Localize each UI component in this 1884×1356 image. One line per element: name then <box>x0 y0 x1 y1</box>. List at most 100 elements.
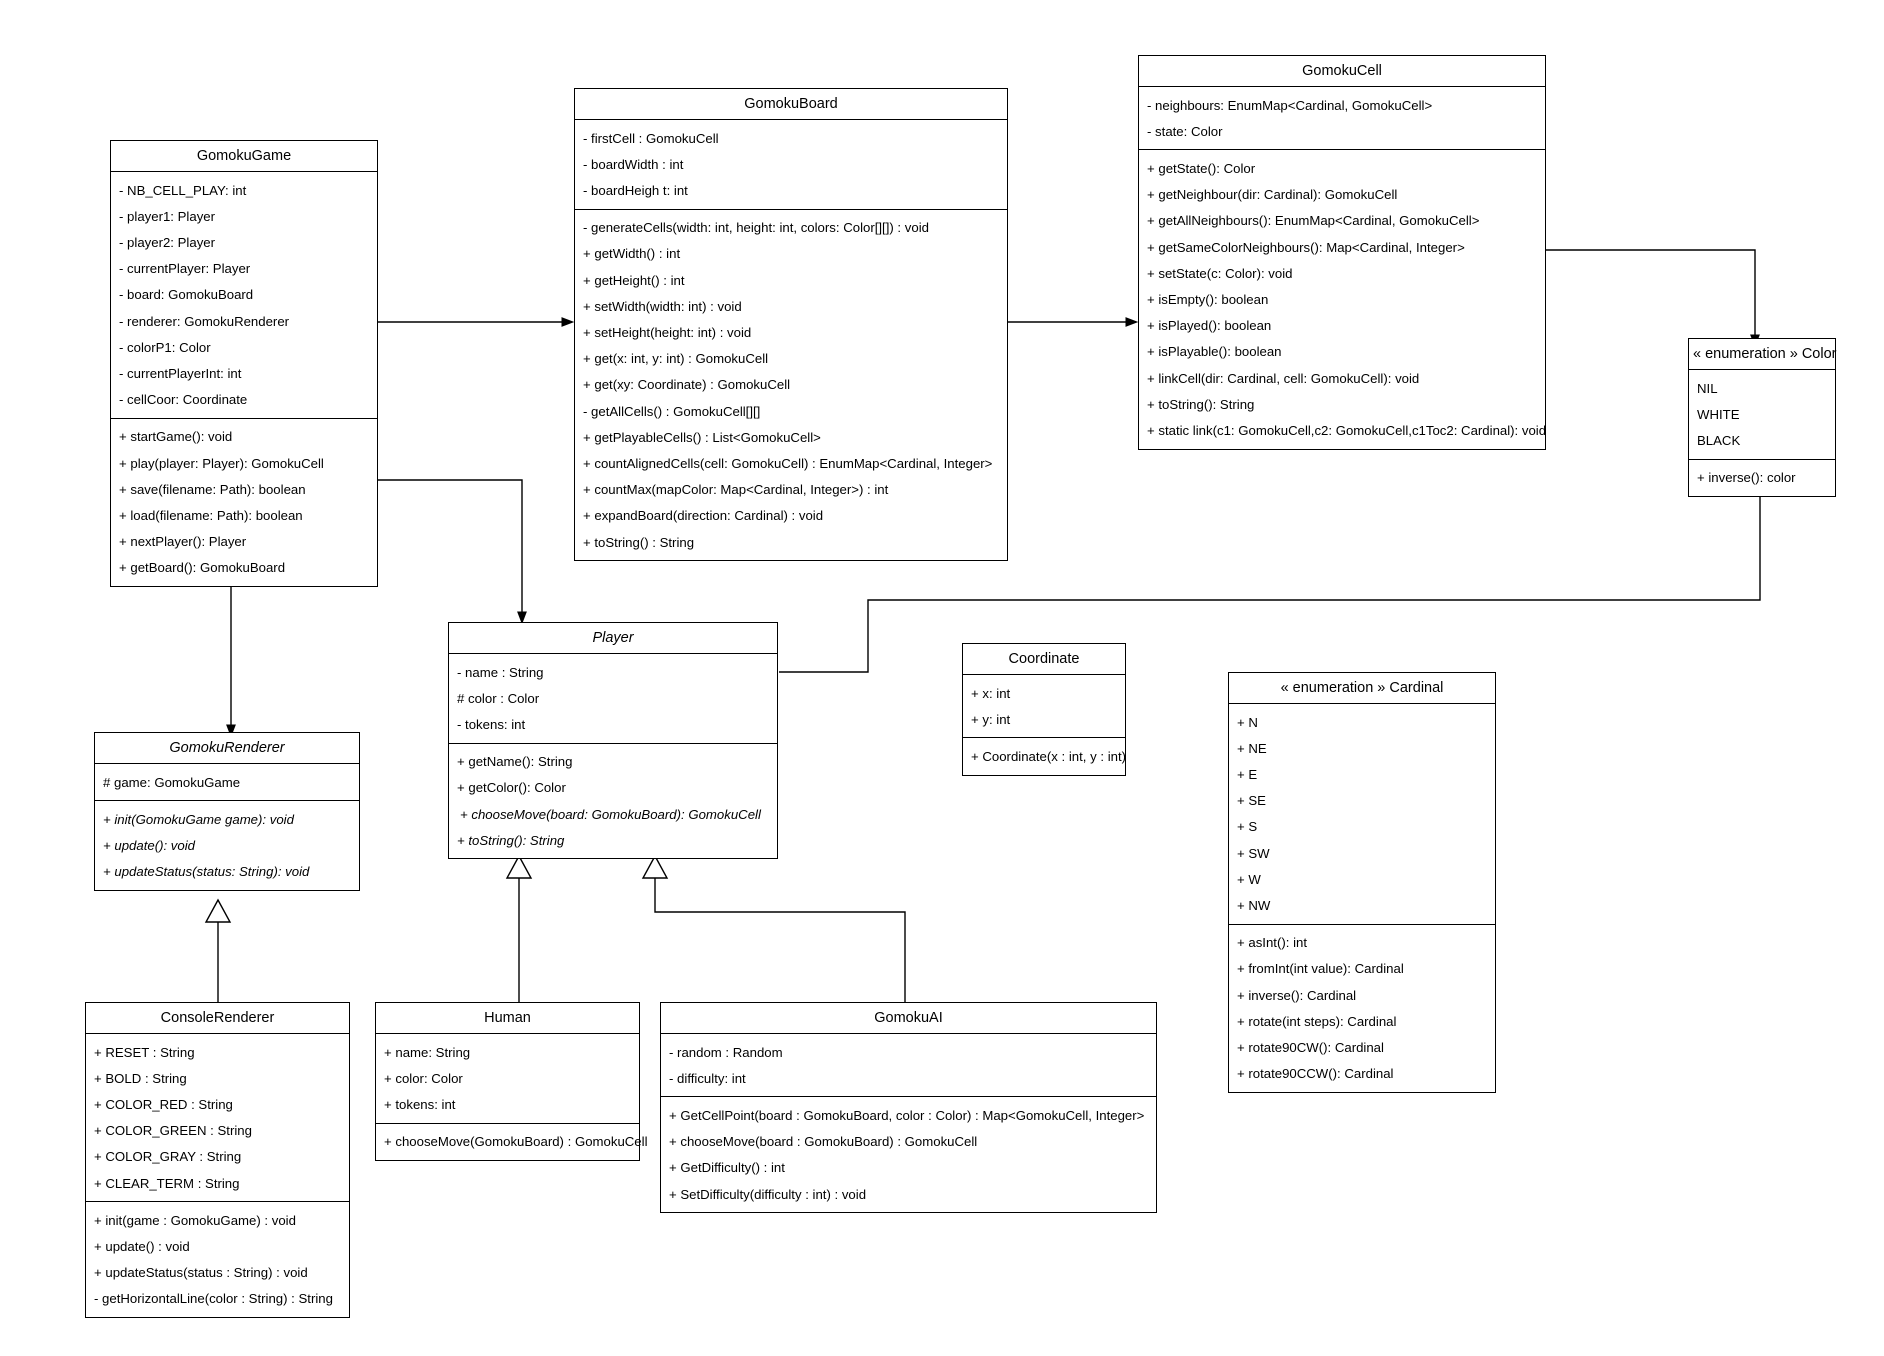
class-box-gomokurenderer[interactable]: GomokuRenderer # game: GomokuGame + init… <box>94 732 360 891</box>
method-row: + toString(): String <box>457 832 565 848</box>
method-row: + update(): void <box>103 837 196 853</box>
method-row: + play(player: Player): GomokuCell <box>119 455 324 471</box>
method-row: + startGame(): void <box>119 429 233 445</box>
attributes-section-gomokucell: - neighbours: EnumMap<Cardinal, GomokuCe… <box>1139 87 1545 151</box>
class-title-gomokuboard: GomokuBoard <box>575 89 1007 120</box>
method-row: - generateCells(width: int, height: int,… <box>583 220 929 236</box>
attribute-row: + x: int <box>971 685 1011 701</box>
method-row: + linkCell(dir: Cardinal, cell: GomokuCe… <box>1147 370 1420 386</box>
methods-section-gomokuai: + GetCellPoint(board : GomokuBoard, colo… <box>661 1097 1156 1212</box>
enum-literal-row: + S <box>1237 819 1258 835</box>
attribute-row: + tokens: int <box>384 1096 456 1112</box>
attribute-row: - neighbours: EnumMap<Cardinal, GomokuCe… <box>1147 97 1433 113</box>
method-row: - getHorizontalLine(color : String) : St… <box>94 1291 333 1307</box>
method-row: + rotate90CW(): Cardinal <box>1237 1039 1384 1055</box>
method-row: - getAllCells() : GomokuCell[][] <box>583 403 761 419</box>
class-box-consolerenderer[interactable]: ConsoleRenderer + RESET : String + BOLD … <box>85 1002 350 1319</box>
class-title-color-enum: « enumeration » Color <box>1689 339 1836 370</box>
methods-section-gomokurenderer: + init(GomokuGame game): void + update()… <box>95 801 359 890</box>
enum-literal-row: NIL <box>1697 380 1718 396</box>
method-row: + isPlayable(): boolean <box>1147 344 1282 360</box>
literals-section-cardinal-enum: + N + NE + E + SE + S + SW + W + NW <box>1229 704 1495 925</box>
attribute-row: - colorP1: Color <box>119 339 211 355</box>
method-row: + getHeight() : int <box>583 272 685 288</box>
attributes-section-gomokugame: - NB_CELL_PLAY: int - player1: Player - … <box>111 172 377 419</box>
class-box-color-enum[interactable]: « enumeration » Color NIL WHITE BLACK + … <box>1688 338 1836 497</box>
method-row: + setState(c: Color): void <box>1147 265 1293 281</box>
attribute-row: + RESET : String <box>94 1044 195 1060</box>
methods-section-player: + getName(): String + getColor(): Color … <box>449 744 777 859</box>
method-row: + init(GomokuGame game): void <box>103 811 294 827</box>
class-title-gomokurenderer: GomokuRenderer <box>95 733 359 764</box>
methods-section-gomokuboard: - generateCells(width: int, height: int,… <box>575 210 1007 561</box>
methods-section-cardinal-enum: + asInt(): int + fromInt(int value): Car… <box>1229 925 1495 1092</box>
method-row: + updateStatus(status: String): void <box>103 864 310 880</box>
method-row: + chooseMove(board: GomokuBoard): Gomoku… <box>460 806 761 822</box>
method-row: + save(filename: Path): boolean <box>119 481 306 497</box>
class-box-gomokuboard[interactable]: GomokuBoard - firstCell : GomokuCell - b… <box>574 88 1008 562</box>
enum-literal-row: + NE <box>1237 740 1267 756</box>
class-title-gomokuai: GomokuAI <box>661 1003 1156 1034</box>
method-row: + GetDifficulty() : int <box>669 1160 785 1176</box>
attribute-row: - cellCoor: Coordinate <box>119 392 248 408</box>
attributes-section-coordinate: + x: int + y: int <box>963 675 1125 739</box>
method-row: + init(game : GomokuGame) : void <box>94 1212 296 1228</box>
attribute-row: - name : String <box>457 664 544 680</box>
method-row: + inverse(): color <box>1697 470 1796 486</box>
method-row: + toString() : String <box>583 534 695 550</box>
method-row: + countMax(mapColor: Map<Cardinal, Integ… <box>583 482 889 498</box>
attributes-section-player: - name : String # color : Color - tokens… <box>449 654 777 744</box>
attribute-row: - random : Random <box>669 1044 783 1060</box>
attribute-row: + BOLD : String <box>94 1070 187 1086</box>
attribute-row: # game: GomokuGame <box>103 774 241 790</box>
class-box-player[interactable]: Player - name : String # color : Color -… <box>448 622 778 860</box>
method-row: + getBoard(): GomokuBoard <box>119 560 286 576</box>
attribute-row: - currentPlayerInt: int <box>119 365 242 381</box>
attributes-section-human: + name: String + color: Color + tokens: … <box>376 1034 639 1124</box>
methods-section-gomokucell: + getState(): Color + getNeighbour(dir: … <box>1139 150 1546 448</box>
attribute-row: - firstCell : GomokuCell <box>583 130 719 146</box>
method-row: + chooseMove(GomokuBoard) : GomokuCell <box>384 1134 648 1150</box>
methods-section-gomokugame: + startGame(): void + play(player: Playe… <box>111 419 377 586</box>
class-box-human[interactable]: Human + name: String + color: Color + to… <box>375 1002 648 1161</box>
method-row: + SetDifficulty(difficulty : int) : void <box>669 1186 867 1202</box>
class-box-gomokucell[interactable]: GomokuCell - neighbours: EnumMap<Cardina… <box>1138 55 1546 450</box>
method-row: + updateStatus(status : String) : void <box>94 1265 308 1281</box>
enum-literal-row: + N <box>1237 714 1258 730</box>
enum-literal-row: + SW <box>1237 845 1270 861</box>
class-box-coordinate[interactable]: Coordinate + x: int + y: int + Coordinat… <box>962 643 1126 776</box>
attribute-row: - state: Color <box>1147 123 1223 139</box>
method-row: + update() : void <box>94 1238 190 1254</box>
method-row: + setHeight(height: int) : void <box>583 324 752 340</box>
class-box-gomokuai[interactable]: GomokuAI - random : Random - difficulty:… <box>660 1002 1157 1214</box>
literals-section-color-enum: NIL WHITE BLACK <box>1689 370 1835 460</box>
method-row: + load(filename: Path): boolean <box>119 507 303 523</box>
attribute-row: + name: String <box>384 1044 471 1060</box>
method-row: + getWidth() : int <box>583 246 681 262</box>
class-title-human: Human <box>376 1003 639 1034</box>
attribute-row: - tokens: int <box>457 716 526 732</box>
attributes-section-consolerenderer: + RESET : String + BOLD : String + COLOR… <box>86 1034 349 1203</box>
attribute-row: - NB_CELL_PLAY: int <box>119 182 247 198</box>
class-box-cardinal-enum[interactable]: « enumeration » Cardinal + N + NE + E + … <box>1228 672 1496 1093</box>
enum-literal-row: WHITE <box>1697 406 1740 422</box>
method-row: + getSameColorNeighbours(): Map<Cardinal… <box>1147 239 1465 255</box>
method-row: + getName(): String <box>457 754 573 770</box>
method-row: + isPlayed(): boolean <box>1147 318 1272 334</box>
method-row: + fromInt(int value): Cardinal <box>1237 961 1404 977</box>
attribute-row: + COLOR_RED : String <box>94 1096 233 1112</box>
enum-literal-row: BLACK <box>1697 432 1741 448</box>
class-title-cardinal-enum: « enumeration » Cardinal <box>1229 673 1495 704</box>
method-row: + getNeighbour(dir: Cardinal): GomokuCel… <box>1147 187 1398 203</box>
enum-literal-row: + SE <box>1237 793 1266 809</box>
method-row: + getState(): Color <box>1147 160 1256 176</box>
method-row: + getAllNeighbours(): EnumMap<Cardinal, … <box>1147 213 1480 229</box>
class-title-coordinate: Coordinate <box>963 644 1125 675</box>
attribute-row: - difficulty: int <box>669 1070 746 1086</box>
class-box-gomokugame[interactable]: GomokuGame - NB_CELL_PLAY: int - player1… <box>110 140 378 588</box>
enum-literal-row: + NW <box>1237 897 1271 913</box>
method-row: + rotate(int steps): Cardinal <box>1237 1013 1397 1029</box>
attributes-section-gomokurenderer: # game: GomokuGame <box>95 764 359 802</box>
attribute-row: + COLOR_GRAY : String <box>94 1149 242 1165</box>
